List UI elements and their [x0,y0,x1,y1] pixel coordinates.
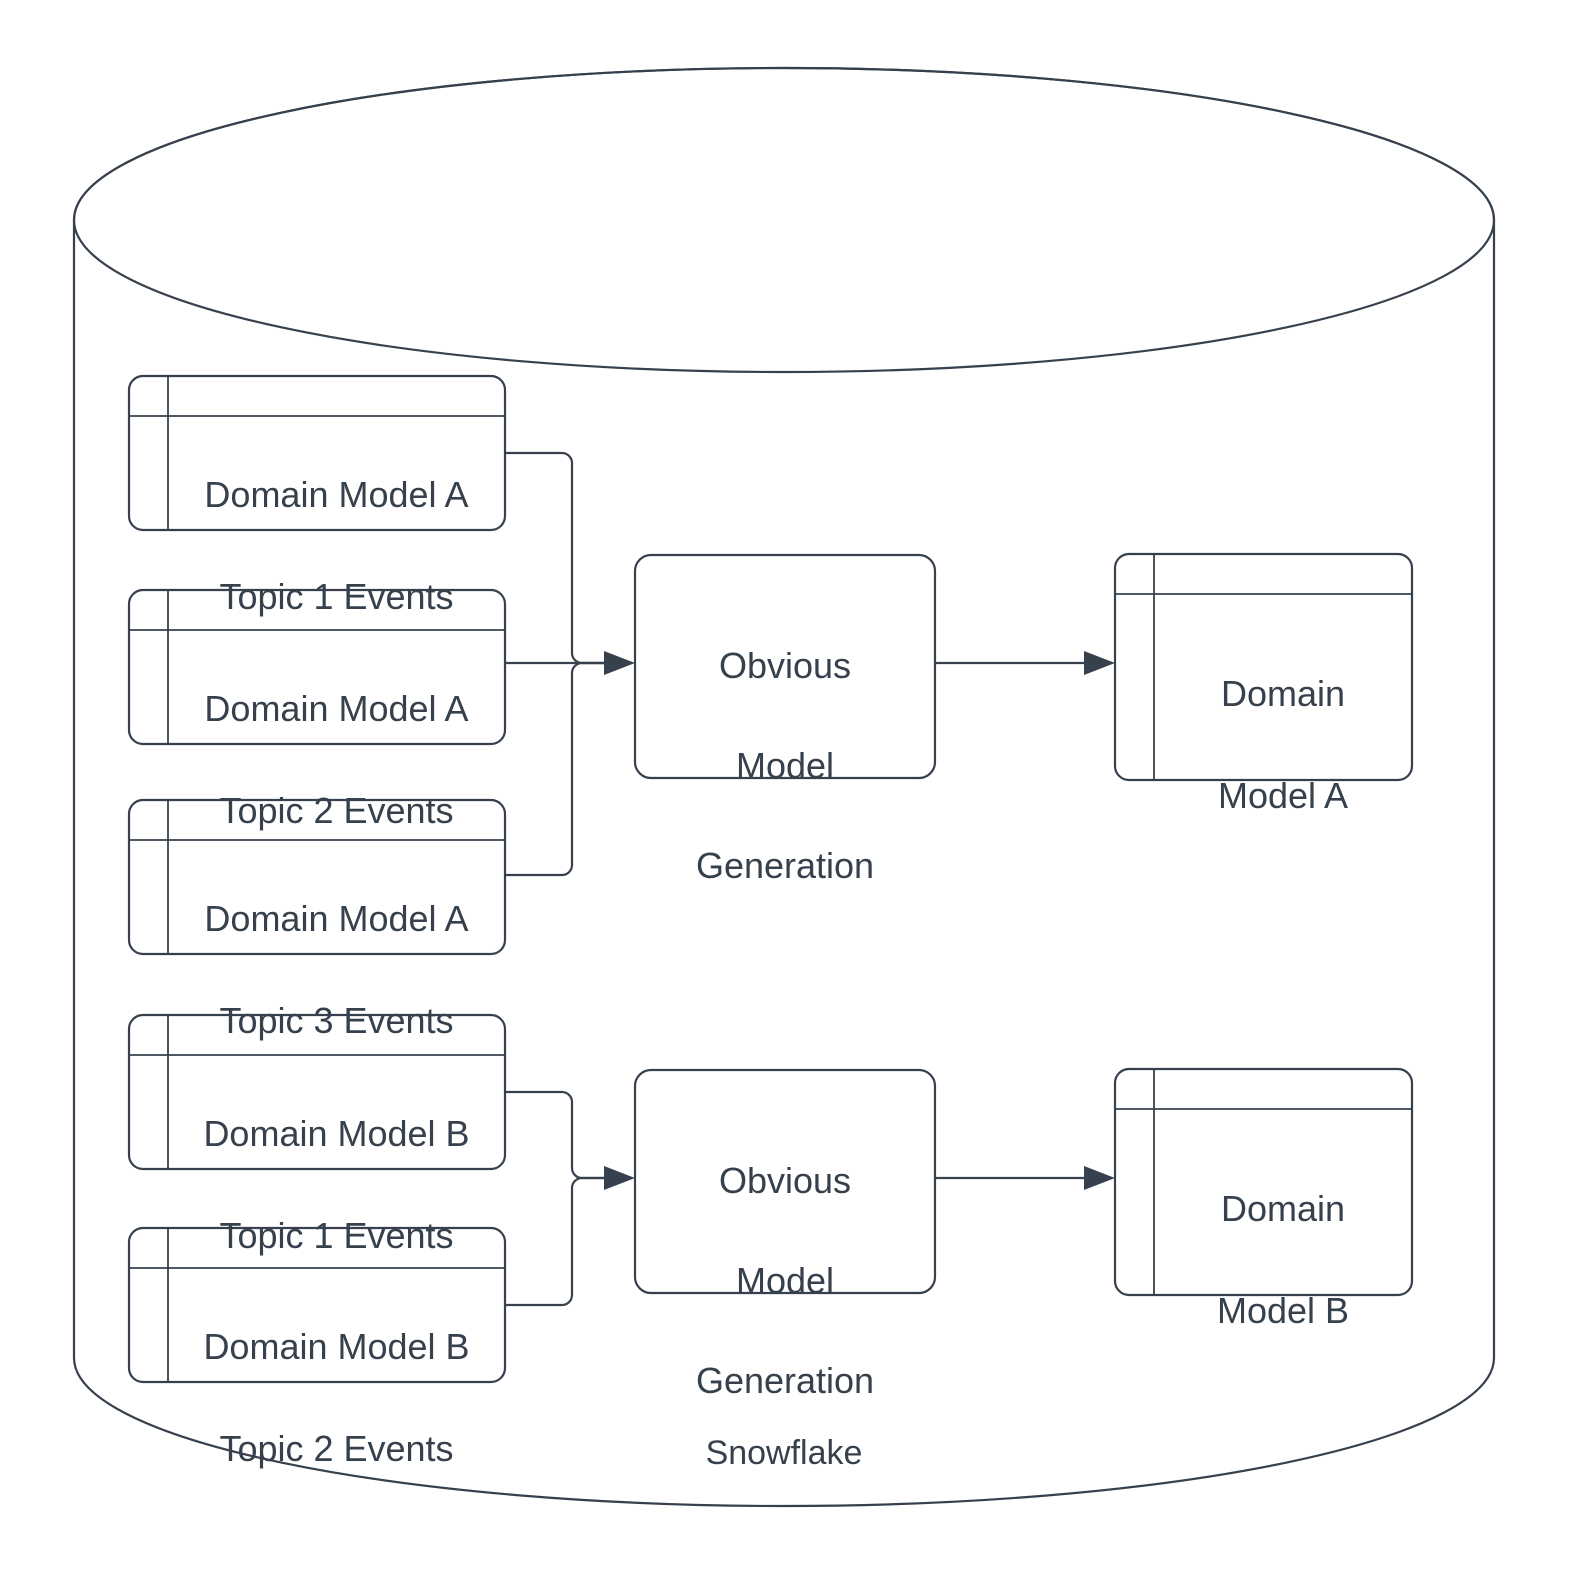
edge-b-arrowhead-icon [604,1166,635,1190]
edge-a-out-arrowhead-icon [1084,651,1115,675]
table-outline [127,374,507,532]
table-outline [127,588,507,746]
cylinder-label: Snowflake [705,1434,863,1472]
table-outline [127,1226,507,1384]
table-outline [127,798,507,956]
process-outline [633,553,937,780]
table-shape-model-b[interactable] [1113,1067,1414,1297]
edge-group-a-out [935,651,1115,675]
table-shape-a-topic-3[interactable] [127,798,507,956]
edge-group-b-out [935,1166,1115,1190]
table-outline [127,1013,507,1171]
process-outline [633,1068,937,1295]
edge-group-a [505,451,635,877]
table-shape-model-a[interactable] [1113,552,1414,782]
process-shape-omg-b[interactable] [633,1068,937,1295]
table-outline [1113,1067,1414,1297]
edge-b2-path [505,1176,604,1307]
table-outline [1113,552,1414,782]
cylinder-top-rim [72,66,1496,374]
table-shape-b-topic-1[interactable] [127,1013,507,1171]
edge-a-arrowhead-icon [604,651,635,675]
edge-group-b [505,1090,635,1307]
edge-b-out-arrowhead-icon [1084,1166,1115,1190]
table-shape-b-topic-2[interactable] [127,1226,507,1384]
process-shape-omg-a[interactable] [633,553,937,780]
table-shape-a-topic-2[interactable] [127,588,507,746]
table-shape-a-topic-1[interactable] [127,374,507,532]
